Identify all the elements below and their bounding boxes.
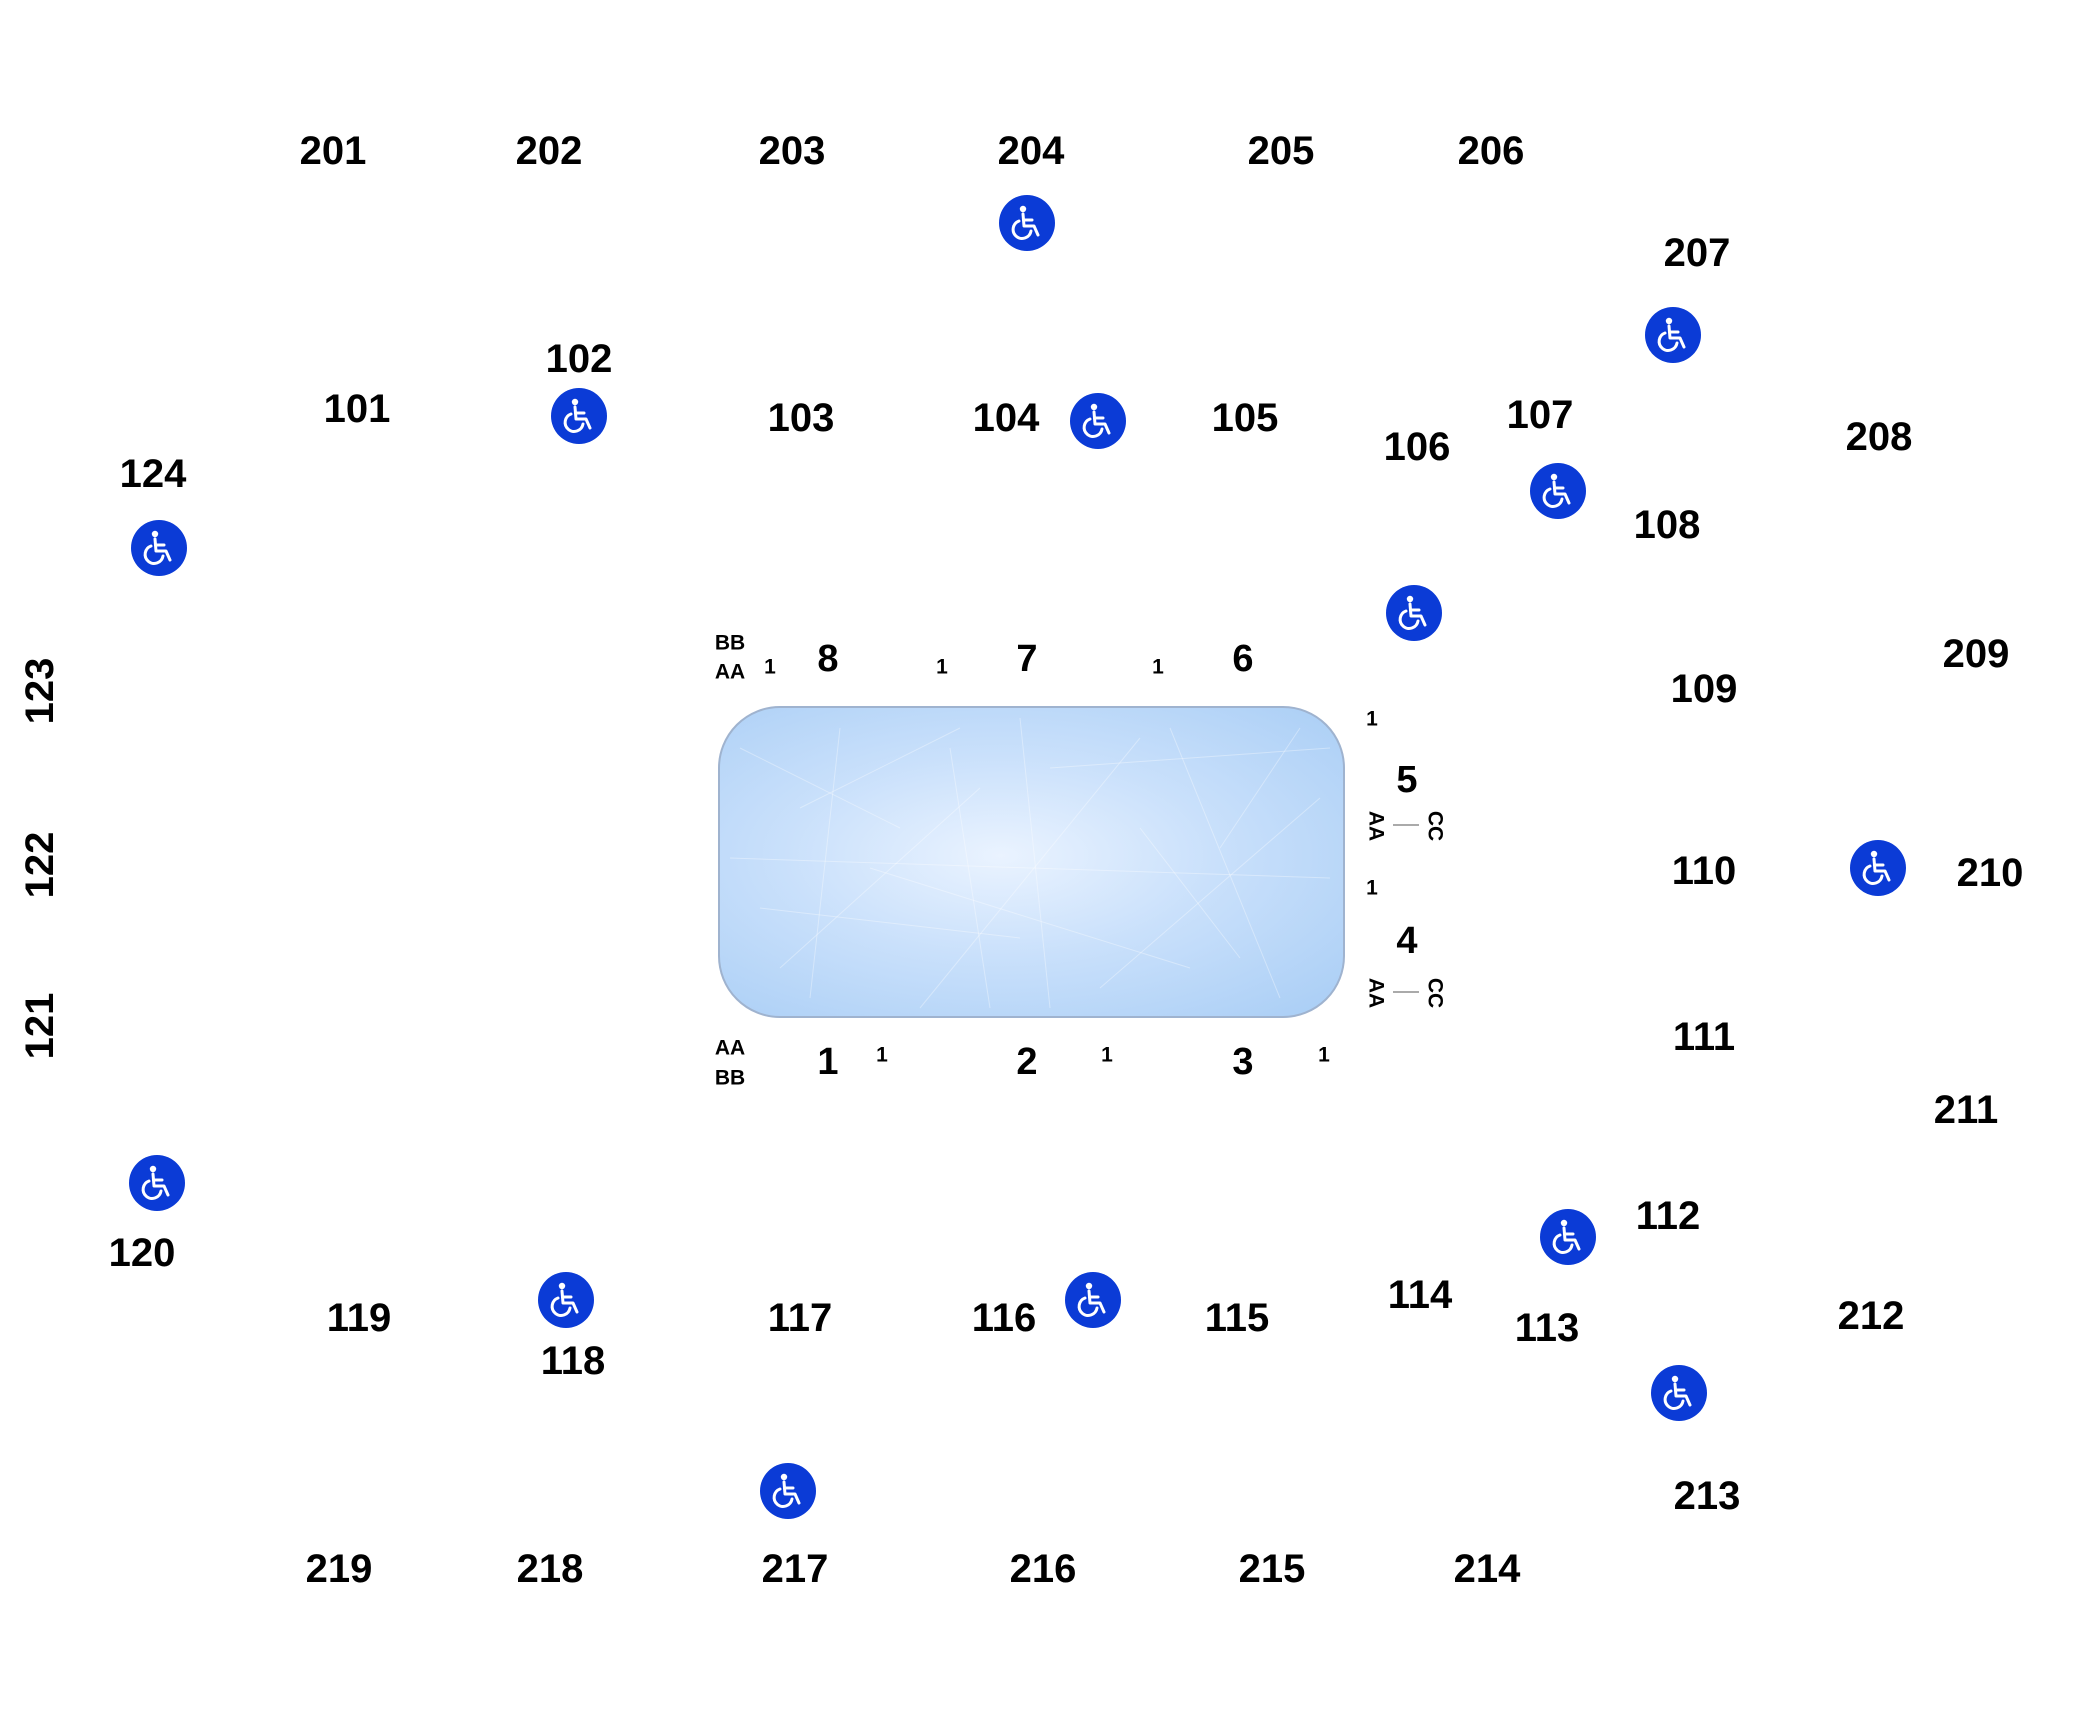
section-110[interactable]: 110 — [1671, 849, 1737, 893]
section-123[interactable]: 123 — [18, 657, 62, 725]
section-107[interactable]: 107 — [1506, 393, 1574, 437]
entrance-3: 3 — [1232, 1041, 1254, 1083]
section-206[interactable]: 206 — [1457, 129, 1525, 173]
section-115[interactable]: 115 — [1204, 1296, 1270, 1340]
wheelchair-icon — [129, 1155, 185, 1211]
section-213[interactable]: 213 — [1673, 1474, 1741, 1518]
wheelchair-icon — [1386, 585, 1442, 641]
section-119[interactable]: 119 — [326, 1296, 392, 1340]
wheelchair-icon — [760, 1463, 816, 1519]
section-122[interactable]: 122 — [18, 831, 62, 899]
row-label-1: 1 — [1366, 876, 1378, 900]
section-201[interactable]: 201 — [299, 129, 367, 173]
section-109[interactable]: 109 — [1670, 667, 1738, 711]
ice-rink — [718, 706, 1345, 1018]
section-205[interactable]: 205 — [1247, 129, 1315, 173]
section-210[interactable]: 210 — [1956, 851, 2024, 895]
row-label-bb: BB — [714, 631, 746, 655]
section-212[interactable]: 212 — [1837, 1294, 1905, 1338]
row-label-1: 1 — [1366, 707, 1378, 731]
wheelchair-icon — [1070, 393, 1126, 449]
section-214[interactable]: 214 — [1453, 1547, 1521, 1591]
row-label-1: 1 — [764, 655, 776, 679]
section-207[interactable]: 207 — [1663, 231, 1731, 275]
section-105[interactable]: 105 — [1211, 396, 1279, 440]
section-203[interactable]: 203 — [758, 129, 826, 173]
row-label-cc: CC — [1423, 977, 1447, 1009]
section-217[interactable]: 217 — [761, 1547, 829, 1591]
row-label-aa: AA — [714, 1036, 746, 1060]
section-204[interactable]: 204 — [997, 129, 1065, 173]
wheelchair-icon — [1651, 1365, 1707, 1421]
row-divider — [1393, 991, 1419, 993]
section-118[interactable]: 118 — [540, 1339, 606, 1383]
wheelchair-icon — [1530, 463, 1586, 519]
section-111[interactable]: 111 — [1672, 1015, 1736, 1059]
section-113[interactable]: 113 — [1514, 1306, 1580, 1350]
wheelchair-icon — [538, 1272, 594, 1328]
row-label-1: 1 — [876, 1043, 888, 1067]
wheelchair-icon — [999, 195, 1055, 251]
wheelchair-icon — [1540, 1209, 1596, 1265]
section-114[interactable]: 114 — [1387, 1273, 1453, 1317]
entrance-1: 1 — [817, 1041, 839, 1083]
row-label-cc: CC — [1423, 810, 1447, 842]
section-102[interactable]: 102 — [545, 337, 613, 381]
ice-scratch-texture — [729, 717, 1331, 1009]
row-label-aa: AA — [1364, 977, 1388, 1009]
wheelchair-icon — [1645, 307, 1701, 363]
section-209[interactable]: 209 — [1942, 632, 2010, 676]
section-117[interactable]: 117 — [767, 1296, 833, 1340]
section-216[interactable]: 216 — [1009, 1547, 1077, 1591]
section-218[interactable]: 218 — [516, 1547, 584, 1591]
section-103[interactable]: 103 — [767, 396, 835, 440]
entrance-7: 7 — [1016, 638, 1038, 680]
row-label-1: 1 — [1152, 655, 1164, 679]
row-label-aa: AA — [1364, 810, 1388, 842]
section-108[interactable]: 108 — [1633, 503, 1701, 547]
wheelchair-icon — [131, 520, 187, 576]
section-120[interactable]: 120 — [108, 1231, 176, 1275]
section-202[interactable]: 202 — [515, 129, 583, 173]
row-divider — [1393, 824, 1419, 826]
section-215[interactable]: 215 — [1238, 1547, 1306, 1591]
entrance-5: 5 — [1396, 759, 1418, 801]
row-label-1: 1 — [1318, 1043, 1330, 1067]
entrance-2: 2 — [1016, 1041, 1038, 1083]
row-label-1: 1 — [1101, 1043, 1113, 1067]
wheelchair-icon — [1065, 1272, 1121, 1328]
entrance-4: 4 — [1396, 920, 1418, 962]
section-116[interactable]: 116 — [971, 1296, 1037, 1340]
section-208[interactable]: 208 — [1845, 415, 1913, 459]
section-101[interactable]: 101 — [323, 387, 391, 431]
wheelchair-icon — [1850, 840, 1906, 896]
section-211[interactable]: 211 — [1933, 1088, 1999, 1132]
section-121[interactable]: 121 — [18, 992, 62, 1060]
entrance-8: 8 — [817, 638, 839, 680]
section-104[interactable]: 104 — [972, 396, 1040, 440]
row-label-1: 1 — [936, 655, 948, 679]
section-219[interactable]: 219 — [305, 1547, 373, 1591]
row-label-bb: BB — [714, 1066, 746, 1090]
section-106[interactable]: 106 — [1383, 425, 1451, 469]
wheelchair-icon — [551, 388, 607, 444]
row-label-aa: AA — [714, 660, 746, 684]
section-124[interactable]: 124 — [119, 452, 187, 496]
entrance-6: 6 — [1232, 638, 1254, 680]
section-112[interactable]: 112 — [1635, 1194, 1701, 1238]
